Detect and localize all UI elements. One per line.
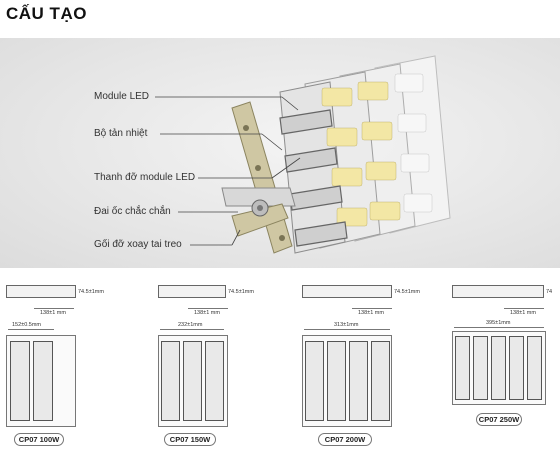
- callout-heat-sink: Bộ tản nhiệt: [94, 128, 148, 139]
- model-badge: CP07 150W: [164, 433, 216, 446]
- width-dim: 395±1mm: [486, 320, 511, 326]
- side-view: [302, 285, 392, 298]
- callout-led-module: Module LED: [94, 91, 150, 102]
- callout-swivel: Gối đỡ xoay tai treo: [94, 239, 182, 250]
- height-dim: 74.5±1mm: [78, 289, 104, 295]
- width-dim: 152±0.5mm: [12, 322, 42, 328]
- callout-nut: Đai ốc chắc chắn: [94, 206, 171, 217]
- depth-dim: 138±1 mm: [510, 310, 536, 316]
- swivel-arm: [221, 187, 296, 237]
- callout-module-bracket: Thanh đỡ module LED: [94, 172, 196, 183]
- model-badge: CP07 100W: [14, 433, 64, 446]
- height-dim: 74.5±1mm: [228, 289, 254, 295]
- model-badge: CP07 200W: [318, 433, 372, 446]
- led-chips: [321, 73, 433, 227]
- side-view: [452, 285, 544, 298]
- model-badge: CP07 250W: [476, 413, 522, 426]
- width-dim: 232±1mm: [178, 322, 203, 328]
- side-view: [6, 285, 76, 298]
- height-dim: 74: [546, 289, 553, 295]
- width-dim: 313±1mm: [334, 322, 359, 328]
- depth-dim: 138±1 mm: [194, 310, 220, 316]
- depth-dim: 138±1 mm: [40, 310, 66, 316]
- leader-lines: [155, 96, 301, 246]
- depth-dim: 138±1 mm: [358, 310, 384, 316]
- height-dim: 74.5±1mm: [394, 289, 420, 295]
- exploded-view-illustration: [155, 55, 451, 254]
- exploded-view: Module LED Bộ tản nhiệt Thanh đỡ module …: [0, 38, 560, 268]
- page-title: CẤU TẠO: [6, 4, 87, 23]
- side-view: [158, 285, 226, 298]
- heat-sink: [279, 109, 348, 247]
